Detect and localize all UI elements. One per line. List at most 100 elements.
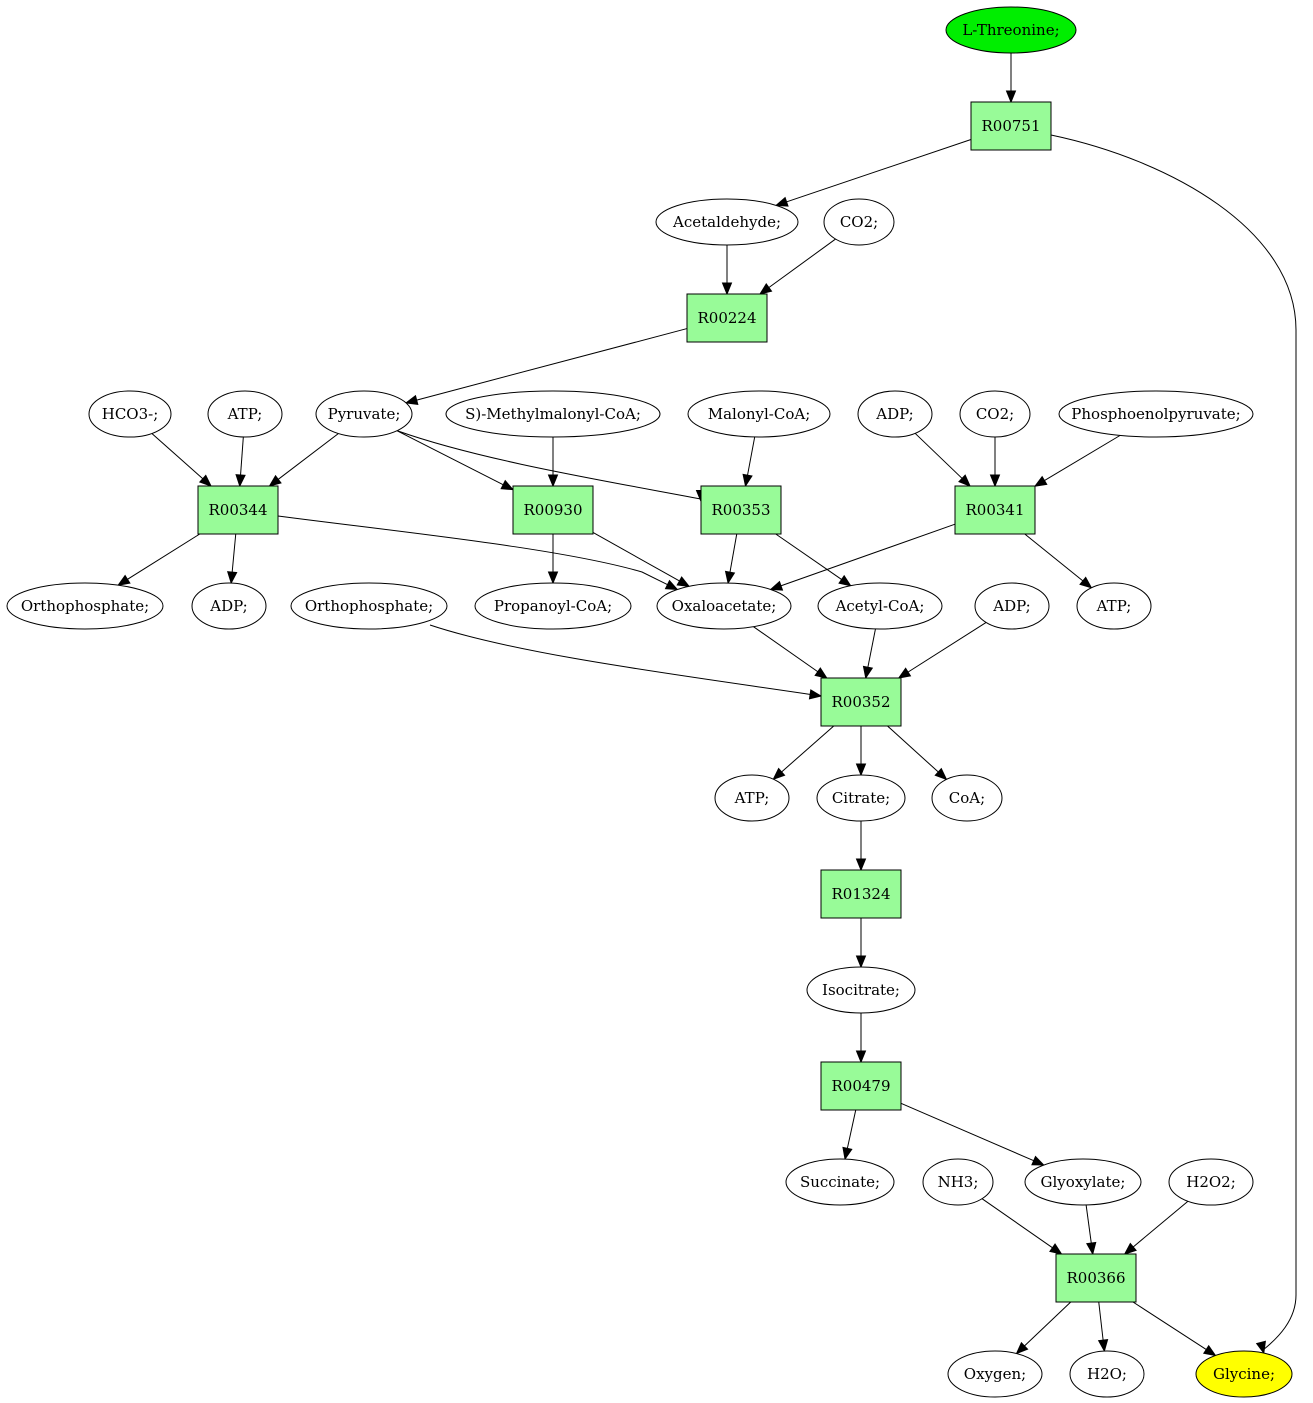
- edge-r01324-to-c_icit: [855, 918, 867, 969]
- compound-node-oxygen[interactable]: Oxygen;: [947, 1350, 1043, 1398]
- edge-c_co2_a-to-r00224: [758, 238, 836, 295]
- compound-ellipse: [207, 390, 283, 438]
- compound-node-h2o[interactable]: H2O;: [1069, 1350, 1145, 1398]
- edge-c_pi_b-to-r00352: [429, 624, 823, 700]
- edge-r00224-to-c_pyr: [404, 328, 688, 406]
- target-compound-node-glycine[interactable]: Glycine;: [1195, 1350, 1293, 1398]
- compound-node-malonyl-coa[interactable]: Malonyl-CoA;: [687, 390, 831, 438]
- edge-c_accoa-to-r00352: [862, 628, 876, 680]
- node-label: ATP;: [227, 405, 263, 423]
- edge-r00930-to-c_oaa: [592, 532, 691, 588]
- compound-ellipse: [687, 390, 831, 438]
- edge-line: [753, 626, 819, 673]
- compound-node-succinate[interactable]: Succinate;: [785, 1158, 895, 1206]
- arrowhead: [838, 574, 852, 587]
- edge-line: [277, 515, 669, 586]
- reaction-box: [970, 101, 1052, 151]
- reaction-node-r01324[interactable]: R01324: [820, 869, 902, 919]
- compound-node-isocitrate[interactable]: Isocitrate;: [806, 966, 916, 1014]
- arrowhead: [1033, 475, 1048, 487]
- edge-line: [779, 523, 956, 587]
- reaction-node-r00930[interactable]: R00930: [512, 485, 594, 535]
- edge-r00352-to-c_cit: [855, 726, 867, 777]
- compound-node-orthophosphate[interactable]: Orthophosphate;: [6, 582, 164, 630]
- node-label: Glycine;: [1213, 1365, 1275, 1383]
- compound-node-coa[interactable]: CoA;: [931, 774, 1003, 822]
- arrowhead: [897, 667, 912, 679]
- reaction-node-r00366[interactable]: R00366: [1055, 1253, 1137, 1303]
- compound-ellipse: [806, 966, 916, 1014]
- edge-line: [729, 533, 738, 574]
- node-label: ATP;: [1096, 597, 1132, 615]
- arrowhead: [958, 474, 971, 487]
- edge-c_hco3-to-r00344: [151, 433, 212, 487]
- arrowhead: [1097, 1339, 1109, 1353]
- compound-node-adp[interactable]: ADP;: [857, 390, 933, 438]
- reaction-node-r00224[interactable]: R00224: [686, 293, 768, 343]
- edge-c_lthr-to-r00751: [1005, 53, 1017, 104]
- compound-node-atp[interactable]: ATP;: [207, 390, 283, 438]
- arrowhead: [855, 858, 867, 872]
- reaction-node-r00341[interactable]: R00341: [954, 485, 1036, 535]
- compound-node-nh3[interactable]: NH3;: [922, 1158, 994, 1206]
- node-label: CoA;: [949, 789, 985, 807]
- compound-node-hco3[interactable]: HCO3-;: [88, 390, 172, 438]
- reaction-node-r00352[interactable]: R00352: [820, 677, 902, 727]
- node-label: ATP;: [734, 789, 770, 807]
- node-label: ADP;: [209, 597, 247, 615]
- edge-c_glx-to-r00366: [1085, 1204, 1097, 1256]
- compound-node-adp[interactable]: ADP;: [191, 582, 267, 630]
- compound-node-propanoyl-coa[interactable]: Propanoyl-CoA;: [474, 582, 632, 630]
- reaction-box: [954, 485, 1036, 535]
- compound-node-acetaldehyde[interactable]: Acetaldehyde;: [655, 198, 799, 246]
- compound-ellipse: [88, 390, 172, 438]
- compound-ellipse: [315, 390, 413, 438]
- compound-ellipse: [945, 6, 1077, 54]
- edges-layer: [117, 53, 1297, 1357]
- compound-node-acetyl-coa[interactable]: Acetyl-CoA;: [817, 582, 943, 630]
- edge-line: [775, 533, 843, 581]
- reaction-node-r00479[interactable]: R00479: [820, 1061, 902, 1111]
- reaction-node-r00751[interactable]: R00751: [970, 101, 1052, 151]
- compound-node-citrate[interactable]: Citrate;: [816, 774, 906, 822]
- edge-r00479-to-c_glx: [900, 1102, 1046, 1166]
- reaction-box: [197, 485, 279, 535]
- reaction-box: [1055, 1253, 1137, 1303]
- arrowhead: [855, 955, 867, 969]
- edge-c_adp_c-to-r00352: [897, 622, 987, 679]
- compound-node-atp[interactable]: ATP;: [1076, 582, 1152, 630]
- node-label: Malonyl-CoA;: [708, 405, 811, 423]
- arrowhead: [676, 576, 691, 588]
- edge-line: [780, 725, 835, 773]
- compound-node-phosphoenolpyruvate[interactable]: Phosphoenolpyruvate;: [1058, 390, 1254, 438]
- compound-ellipse: [1195, 1350, 1293, 1398]
- compound-node-adp[interactable]: ADP;: [974, 582, 1050, 630]
- reaction-node-r00353[interactable]: R00353: [700, 485, 782, 535]
- arrowhead: [117, 574, 131, 586]
- edge-c_nh3-to-r00366: [981, 1198, 1063, 1255]
- compound-node-glyoxylate[interactable]: Glyoxylate;: [1024, 1158, 1142, 1206]
- arrowhead: [769, 580, 784, 591]
- compound-node-oxaloacetate[interactable]: Oxaloacetate;: [656, 582, 792, 630]
- reaction-node-r00344[interactable]: R00344: [197, 485, 279, 535]
- edge-c_adp_a-to-r00341: [914, 432, 971, 487]
- compound-node-co2[interactable]: CO2;: [823, 198, 895, 246]
- edge-line: [1050, 134, 1297, 1351]
- compound-node-h2o2[interactable]: H2O2;: [1168, 1158, 1254, 1206]
- compound-node-atp[interactable]: ATP;: [714, 774, 790, 822]
- arrowhead: [758, 282, 773, 295]
- node-label: Pyruvate;: [328, 405, 401, 423]
- compound-node-s-methylmalonyl-coa[interactable]: S)-Methylmalonyl-CoA;: [445, 390, 661, 438]
- compound-node-co2[interactable]: CO2;: [959, 390, 1031, 438]
- node-label: Acetyl-CoA;: [835, 597, 925, 615]
- edge-line: [900, 1102, 1035, 1162]
- edge-line: [767, 238, 836, 289]
- edge-line: [867, 628, 876, 669]
- compound-node-pyruvate[interactable]: Pyruvate;: [315, 390, 413, 438]
- compound-ellipse: [816, 774, 906, 822]
- edge-r00344-to-c_oaa: [277, 515, 679, 591]
- start-compound-node-l-threonine[interactable]: L-Threonine;: [945, 6, 1077, 54]
- compound-node-orthophosphate[interactable]: Orthophosphate;: [290, 582, 448, 630]
- arrowhead: [842, 1146, 853, 1161]
